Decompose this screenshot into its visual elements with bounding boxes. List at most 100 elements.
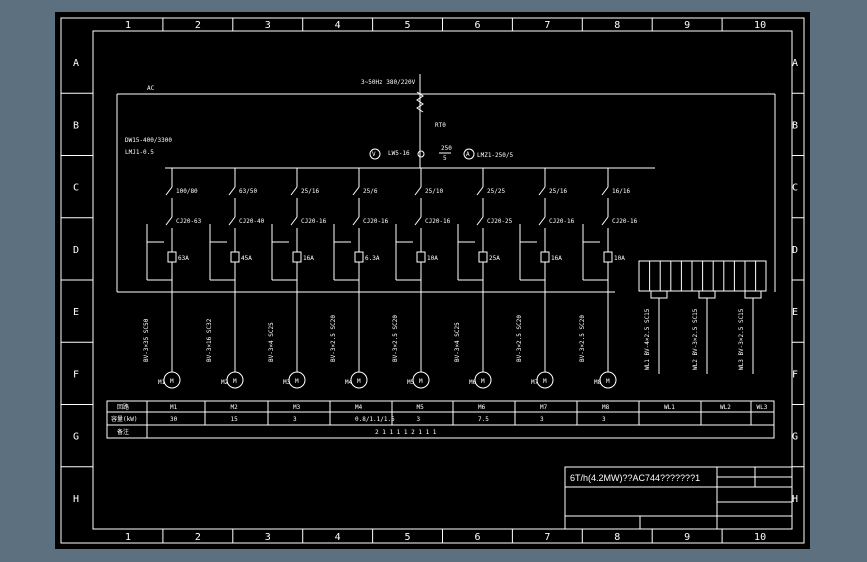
zone-letter-right: H xyxy=(792,494,798,505)
table-col-name: M5 xyxy=(417,404,425,411)
contactor-label: CJ20-16 xyxy=(549,218,575,225)
table-col-name: M7 xyxy=(540,404,548,411)
ct-ratio-top: 250 xyxy=(441,145,452,152)
spare-output-label: WL3 BV-3×2.5 SC15 xyxy=(738,308,745,370)
svg-text:M: M xyxy=(295,378,299,385)
cable-label: BV-3×2.5 SC20 xyxy=(330,315,337,362)
table-col-power: 7.5 xyxy=(478,416,489,423)
cable-label: BV-3×4 SC25 xyxy=(454,322,461,362)
motor-label: M8 xyxy=(594,379,602,386)
breaker-label: 25/16 xyxy=(301,188,319,195)
table-col-name: M3 xyxy=(293,404,301,411)
motor-icon xyxy=(536,371,554,389)
inner-border xyxy=(92,30,793,530)
title-block: 6T/h(4.2MW)??AC744???????1 xyxy=(564,466,793,530)
busbar: AC DW15-400/3300 LMJ1-0.5 xyxy=(116,85,776,292)
zone-number-top: 5 xyxy=(405,20,411,31)
zone-number-bottom: 1 xyxy=(125,532,131,543)
table-bottom-note: 2 1 1 1 1 2 1 1 1 xyxy=(375,429,437,436)
table-col-power: 0.8/1.1/1.5 xyxy=(355,416,395,423)
zone-number-bottom: 9 xyxy=(684,532,690,543)
zone-letter-right: D xyxy=(792,245,798,256)
breaker-label: 63/50 xyxy=(239,188,257,195)
svg-text:M: M xyxy=(233,378,237,385)
motor-label: M4 xyxy=(345,379,353,386)
relay-label: 16A xyxy=(303,255,314,262)
zone-number-bottom: 2 xyxy=(195,532,201,543)
contactor-label: CJ20-16 xyxy=(363,218,389,225)
motor-label: M5 xyxy=(407,379,415,386)
zone-number-bottom: 3 xyxy=(265,532,271,543)
relay-label: 6.3A xyxy=(365,255,380,262)
zone-letter-left: C xyxy=(73,183,79,194)
zone-letter-left: H xyxy=(73,494,79,505)
table-col-power: 3 xyxy=(540,416,544,423)
contactor-label: CJ20-63 xyxy=(176,218,202,225)
zone-letter-left: D xyxy=(73,245,79,256)
svg-text:M: M xyxy=(419,378,423,385)
zone-number-top: 2 xyxy=(195,20,201,31)
table-col-name: M2 xyxy=(231,404,239,411)
motor-icon xyxy=(288,371,306,389)
table-col-name: M6 xyxy=(478,404,486,411)
svg-text:M: M xyxy=(357,378,361,385)
motor-icon xyxy=(163,371,181,389)
svg-text:M: M xyxy=(481,378,485,385)
zone-letter-right: B xyxy=(792,120,798,131)
cable-label: BV-3×2.5 SC20 xyxy=(516,315,523,362)
contactor-label: CJ20-25 xyxy=(487,218,513,225)
relay-label: 10A xyxy=(427,255,438,262)
breaker-label: 100/80 xyxy=(176,188,198,195)
motor-icon xyxy=(226,371,244,389)
zone-letter-left: F xyxy=(73,369,79,380)
table-col-name: WL2 xyxy=(720,404,731,411)
row-label-note: 备注 xyxy=(117,428,129,436)
zone-letter-left: B xyxy=(73,120,79,131)
ammeter-icon xyxy=(463,148,475,160)
zone-number-bottom: 5 xyxy=(405,532,411,543)
motor-label: M2 xyxy=(221,379,229,386)
cable-label: BV-3×2.5 SC20 xyxy=(392,315,399,362)
relay-label: 25A xyxy=(489,255,500,262)
zone-number-top: 10 xyxy=(754,20,766,31)
contactor-label: CJ20-16 xyxy=(301,218,327,225)
zone-number-bottom: 8 xyxy=(614,532,620,543)
voltmeter-symbol: V xyxy=(372,151,376,158)
svg-text:M: M xyxy=(170,378,174,385)
voltmeter-switch-label: LW5-16 xyxy=(388,150,410,157)
relay-label: 16A xyxy=(551,255,562,262)
ammeter-symbol: A xyxy=(466,151,470,158)
spare-output-label: WL1 BV-4×2.5 SC15 xyxy=(644,308,651,370)
table-col-name: M4 xyxy=(355,404,363,411)
zone-number-top: 6 xyxy=(474,20,480,31)
cable-label: BV-3×35 SC50 xyxy=(143,318,150,362)
fuse-label: RT0 xyxy=(435,122,446,129)
zone-number-bottom: 4 xyxy=(335,532,341,543)
table-col-power: 3 xyxy=(602,416,606,423)
motor-icon xyxy=(474,371,492,389)
circuit-table: 回路 容量(kW) 备注 M130M215M33M40.8/1.1/1.5M53… xyxy=(106,400,775,439)
cable-label: BV-3×4 SC25 xyxy=(268,322,275,362)
zone-number-top: 4 xyxy=(335,20,341,31)
motor-label: M3 xyxy=(283,379,291,386)
row-label-power: 容量(kW) xyxy=(111,415,137,423)
zone-number-top: 1 xyxy=(125,20,131,31)
ct-ratio-bottom: 5 xyxy=(443,155,447,162)
motor-icon xyxy=(412,371,430,389)
motor-label: M6 xyxy=(469,379,477,386)
zone-number-bottom: 6 xyxy=(474,532,480,543)
spare-output-1: WL1 BV-4×2.5 SC15 xyxy=(644,290,668,374)
cable-label: BV-3×16 SC32 xyxy=(206,318,213,362)
relay-label: 45A xyxy=(241,255,252,262)
zone-letter-right: C xyxy=(792,183,798,194)
